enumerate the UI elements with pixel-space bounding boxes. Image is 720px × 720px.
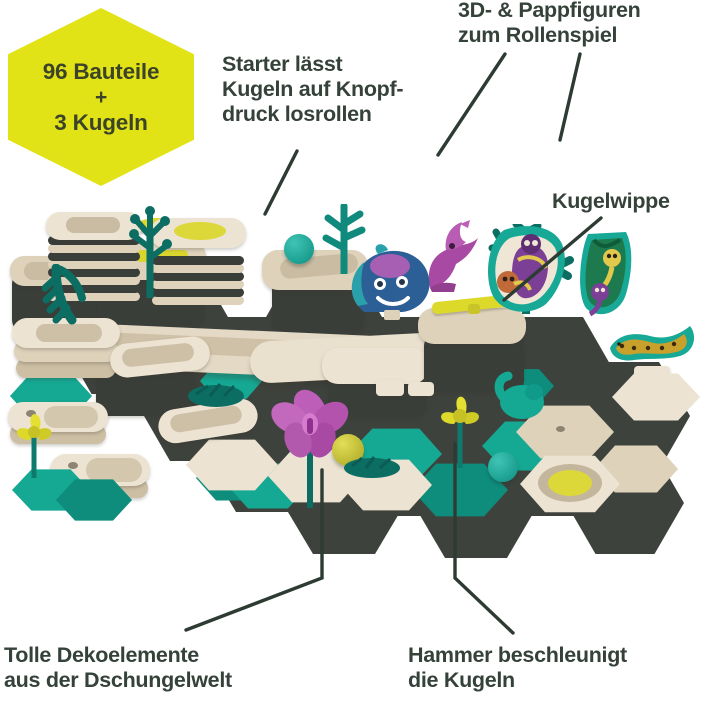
callout-hammer: Hammer beschleunigt die Kugeln <box>408 643 627 693</box>
leader-line-figures <box>436 52 507 157</box>
seesaw-pivot <box>468 304 480 314</box>
plate-stack-tall <box>48 226 140 318</box>
badge-plus: + <box>94 85 108 109</box>
figure-stand-tile <box>612 373 700 421</box>
frog-decoration <box>494 371 544 419</box>
callout-starter: Starter lässt Kugeln auf Knopf- druck lo… <box>222 52 404 127</box>
fern-decoration <box>322 204 366 274</box>
callout-deko: Tolle Dekoelemente aus der Dschungelwelt <box>4 643 232 693</box>
leader-line-starter <box>263 149 299 216</box>
small-connector-piece <box>408 382 434 396</box>
bird-figure-3d <box>428 220 478 292</box>
monkey-cardboard-figure <box>580 232 632 317</box>
marble-teal <box>284 234 314 264</box>
leopard-cardboard-figure <box>610 326 695 361</box>
track-block <box>322 348 428 384</box>
loose-track-hole <box>68 462 78 469</box>
hammer[interactable] <box>424 390 496 468</box>
loose-track-groove <box>44 406 98 428</box>
loose-track-groove <box>36 324 102 342</box>
flower-decoration <box>271 389 349 508</box>
fern-decoration <box>188 383 244 407</box>
callout-figures: 3D- & Pappfiguren zum Rollenspiel <box>458 0 641 48</box>
hippo-figure-3d <box>351 244 430 320</box>
loose-track-piece <box>16 358 116 378</box>
track-tile-marble-hole <box>556 426 565 432</box>
badge-line-2: 3 Kugeln <box>54 109 148 135</box>
fern-decoration <box>344 456 400 478</box>
plate-stack-tall <box>152 232 244 320</box>
fern-decoration <box>42 264 86 325</box>
bowl-yellow-inner <box>174 222 226 240</box>
gorilla-cardboard-figure <box>488 226 565 312</box>
plate-stack-groove <box>66 217 120 233</box>
loose-track-groove <box>86 458 142 482</box>
quantity-badge: 96 Bauteile + 3 Kugeln <box>8 8 194 186</box>
product-photo-scene <box>0 204 720 612</box>
badge-line-1: 96 Bauteile <box>42 59 160 85</box>
small-connector-piece <box>376 380 404 396</box>
callout-kugelwippe: Kugelwippe <box>552 189 670 213</box>
loose-track-hole <box>26 410 36 417</box>
marble-teal <box>488 452 518 482</box>
hammer[interactable] <box>4 408 66 478</box>
tree-decoration <box>129 206 172 298</box>
leader-line-figures-2 <box>558 52 582 142</box>
marble-yellow-resting <box>548 470 592 496</box>
